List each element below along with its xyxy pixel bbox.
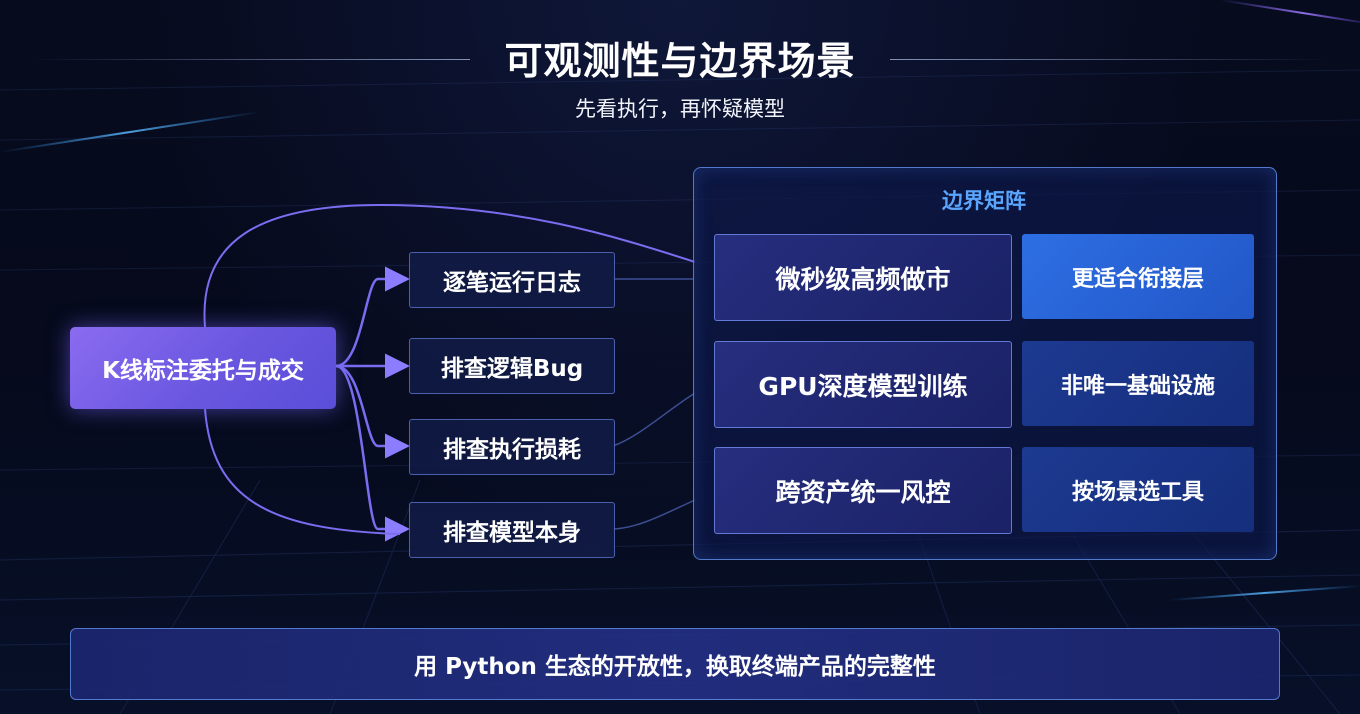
matrix-verdict-cell: 按场景选工具 [1022,447,1254,532]
branch-node: 排查模型本身 [409,502,615,558]
connector-branch-1 [335,266,410,368]
connector-branch-3 [335,364,410,459]
matrix-scenario-cell: 跨资产统一风控 [714,447,1012,534]
branch-node: 排查执行损耗 [409,419,615,475]
root-node: K线标注委托与成交 [70,327,336,409]
branch-node: 逐笔运行日志 [409,252,615,308]
connector-loop-top [203,203,696,328]
title-rule-left [30,59,470,60]
connector-loop-bottom [204,408,401,535]
matrix-verdict-cell: 非唯一基础设施 [1022,341,1254,426]
title-rule-right [890,59,1330,60]
matrix-scenario-cell: 微秒级高频做市 [714,234,1012,321]
boundary-matrix-title: 边界矩阵 [942,189,1026,213]
branch-node: 排查逻辑Bug [409,338,615,394]
footer-banner: 用 Python 生态的开放性，换取终端产品的完整性 [70,628,1280,700]
matrix-verdict-cell: 更适合衔接层 [1022,234,1254,319]
connector-branch-4 [335,364,410,542]
page-subtitle: 先看执行，再怀疑模型 [575,97,785,121]
page-title: 可观测性与边界场景 [504,39,856,83]
matrix-scenario-cell: GPU深度模型训练 [714,341,1012,428]
